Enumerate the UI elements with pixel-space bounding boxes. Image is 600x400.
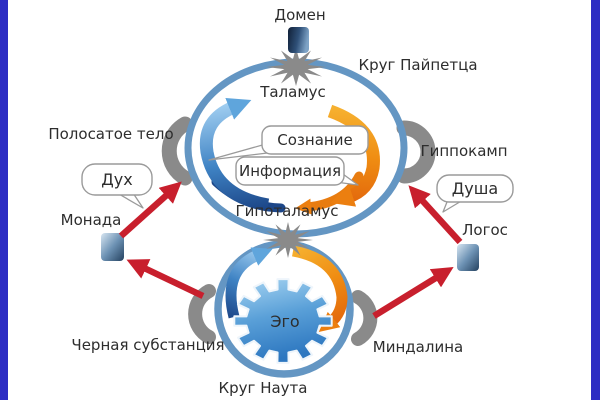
arrow-nigra-to-monada: [126, 259, 205, 299]
logos-label: Логос: [462, 221, 508, 239]
logos-cylinder: [457, 244, 479, 271]
hypothalamus-starburst: [263, 222, 313, 258]
ego-gear: [233, 278, 333, 364]
nauta-blue-arrow: [225, 247, 273, 319]
papez-orange-arrow: [327, 104, 380, 207]
nauta-orange-arrow: [291, 245, 348, 333]
monada-label: Монада: [61, 211, 122, 229]
informatsiya-label: Информация: [239, 162, 341, 180]
substantia-nigra-crescent: [188, 284, 216, 344]
polosatoe-telo-label: Полосатое тело: [48, 125, 173, 143]
talamus-label: Таламус: [259, 83, 326, 101]
amygdala-crescent: [351, 290, 378, 346]
informatsiya-callout-bubble: [235, 156, 345, 186]
thalamus-starburst: [266, 48, 326, 86]
papez-circuit-title: Круг Пайпетца: [358, 56, 477, 74]
nauta-circuit-title: Круг Наута: [219, 379, 308, 397]
gipotalamus-label: Гипоталамус: [235, 202, 338, 220]
dusha-callout-bubble: [436, 174, 514, 203]
mindalina-label: Миндалина: [373, 338, 463, 356]
dukh-label: Дух: [101, 170, 132, 189]
frame-left-border: [0, 0, 8, 400]
arrow-logos-to-hippocampus: [408, 185, 463, 245]
gippokamp-label: Гиппокамп: [420, 142, 507, 160]
hippocampus-crescent: [396, 120, 436, 184]
arrow-monada-to-striatum: [118, 181, 182, 239]
arrow-amygdala-to-logos: [372, 267, 454, 319]
striatum-crescent: [161, 116, 193, 186]
ego-label: Эго: [270, 312, 299, 331]
chernaya-substantsiya-label: Черная субстанция: [71, 336, 224, 354]
frame-right-border: [591, 0, 600, 400]
papez-blue-arrow: [199, 97, 270, 212]
dusha-label: Душа: [452, 179, 498, 198]
soznanie-label: Сознание: [277, 131, 352, 149]
domen-cylinder: [288, 27, 309, 53]
domen-label: Домен: [274, 6, 325, 24]
monada-cylinder: [101, 233, 124, 261]
soznanie-callout-bubble: [261, 125, 369, 155]
dukh-callout-bubble: [81, 163, 153, 196]
